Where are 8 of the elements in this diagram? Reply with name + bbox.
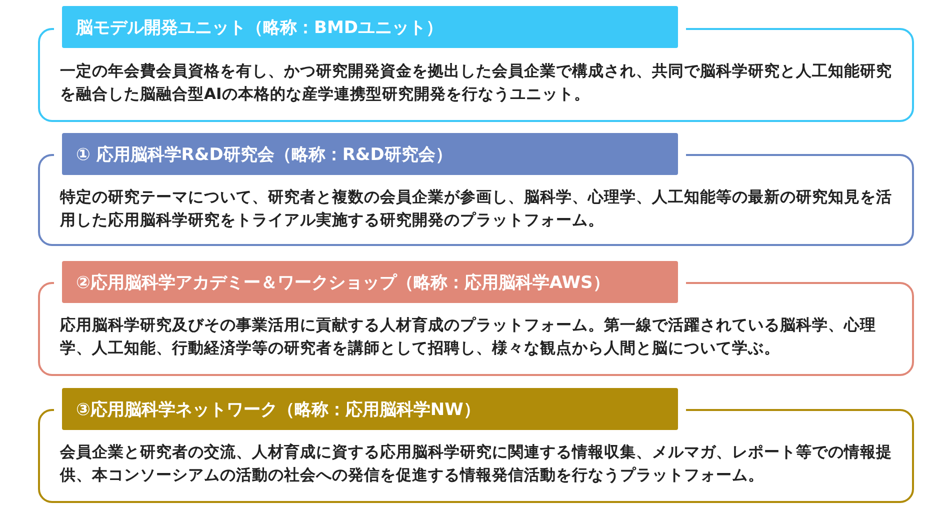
heading-tab: ③応用脳科学ネットワーク（略称：応用脳科学NW）	[62, 388, 678, 430]
description-text: 一定の年会費会員資格を有し、かつ研究開発資金を拠出した会員企業で構成され、共同で脳科学研究と人工知能研究を融合した脳融合型AIの本格的な産学連携型研究開発を行なうユニット。	[60, 61, 893, 105]
heading-tab: ① 応用脳科学R&D研究会（略称：R&D研究会）	[62, 133, 678, 175]
description-text: 会員企業と研究者の交流、人材育成に資する応用脳科学研究に関連する情報収集、メルマガ、レポート等での情報提供、本コンソーシアムの活動の社会への発信を促進する情報発信活動を行なうプラットフォーム。	[60, 442, 893, 486]
heading-tab: ②応用脳科学アカデミー＆ワークショップ（略称：応用脳科学AWS）	[62, 261, 678, 303]
heading-tab: 脳モデル開発ユニット（略称：BMDユニット）	[62, 6, 678, 48]
description-text: 特定の研究テーマについて、研究者と複数の会員企業が参画し、脳科学、心理学、人工知能等の最新の研究知見を活用した応用脳科学研究をトライアル実施する研究開発のプラットフォーム。	[60, 187, 893, 231]
description-text: 応用脳科学研究及びその事業活用に貢献する人材育成のプラットフォーム。第一線で活躍されている脳科学、心理学、人工知能、行動経済学等の研究者を講師として招聘し、様々な観点から人間と脳について学ぶ。	[60, 315, 877, 359]
